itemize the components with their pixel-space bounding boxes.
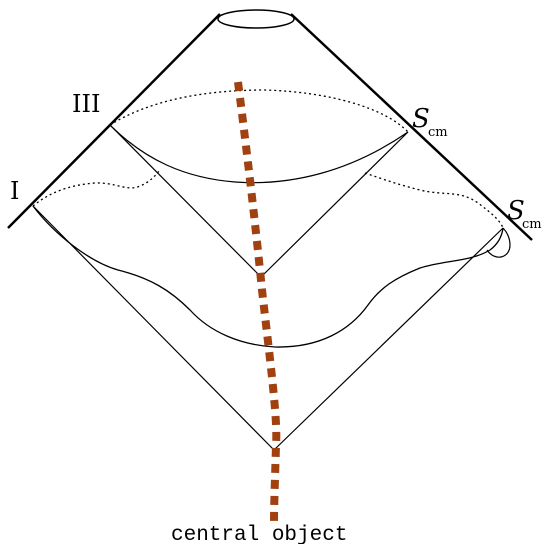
surface-III-front-curve [109, 124, 409, 184]
cone-III-left-edge [109, 124, 262, 278]
label-III: III [72, 90, 100, 118]
surface-I-right-cap [486, 227, 511, 258]
cone-III-right-edge [260, 131, 409, 278]
label-scm-upper-main: S [412, 104, 430, 134]
cone-I-right-edge [273, 227, 504, 451]
surface-I-front-curve [32, 205, 504, 348]
top-ellipse [217, 9, 295, 29]
cone-I-left-edge [32, 205, 275, 451]
surface-III-back-curve [109, 89, 409, 133]
caption-central-object: central object [171, 524, 347, 544]
central-object-worldline [234, 81, 281, 523]
label-scm-lower-sub: cm [522, 217, 542, 232]
label-scm-lower-main: S [507, 196, 525, 226]
surface-I-back-curve-left [32, 169, 161, 207]
surface-I-back-curve-right [364, 172, 504, 229]
label-I: I [10, 177, 19, 205]
left-boundary-line [7, 13, 221, 229]
label-scm-upper-sub: cm [428, 125, 448, 140]
right-boundary-line [290, 13, 533, 241]
